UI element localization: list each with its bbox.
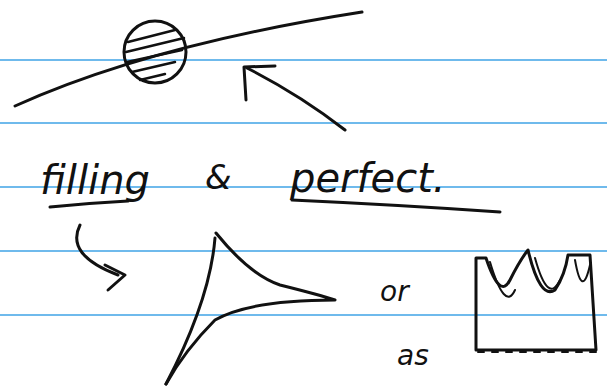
- dashed-base: [478, 351, 600, 353]
- horizon-curve: [15, 12, 362, 106]
- filling-underline: [50, 201, 128, 207]
- curved-triangle: [166, 233, 335, 384]
- curved-arrowhead: [105, 265, 125, 290]
- pointer-arrowhead: [244, 66, 275, 100]
- ruled-lines: [0, 60, 607, 315]
- note-word: as: [397, 342, 429, 370]
- perfect-underline: [292, 200, 500, 212]
- planet-hatching: [126, 30, 184, 80]
- pointer-arrow: [247, 68, 345, 130]
- triangle-side: [166, 238, 215, 384]
- crown-outline: [476, 250, 596, 350]
- ampersand: &: [205, 160, 232, 194]
- note-word: perfect.: [290, 158, 446, 198]
- planet-circle: [124, 21, 186, 83]
- crown-inner: [490, 258, 590, 297]
- note-word: filling: [40, 160, 150, 200]
- note-word: or: [380, 278, 409, 306]
